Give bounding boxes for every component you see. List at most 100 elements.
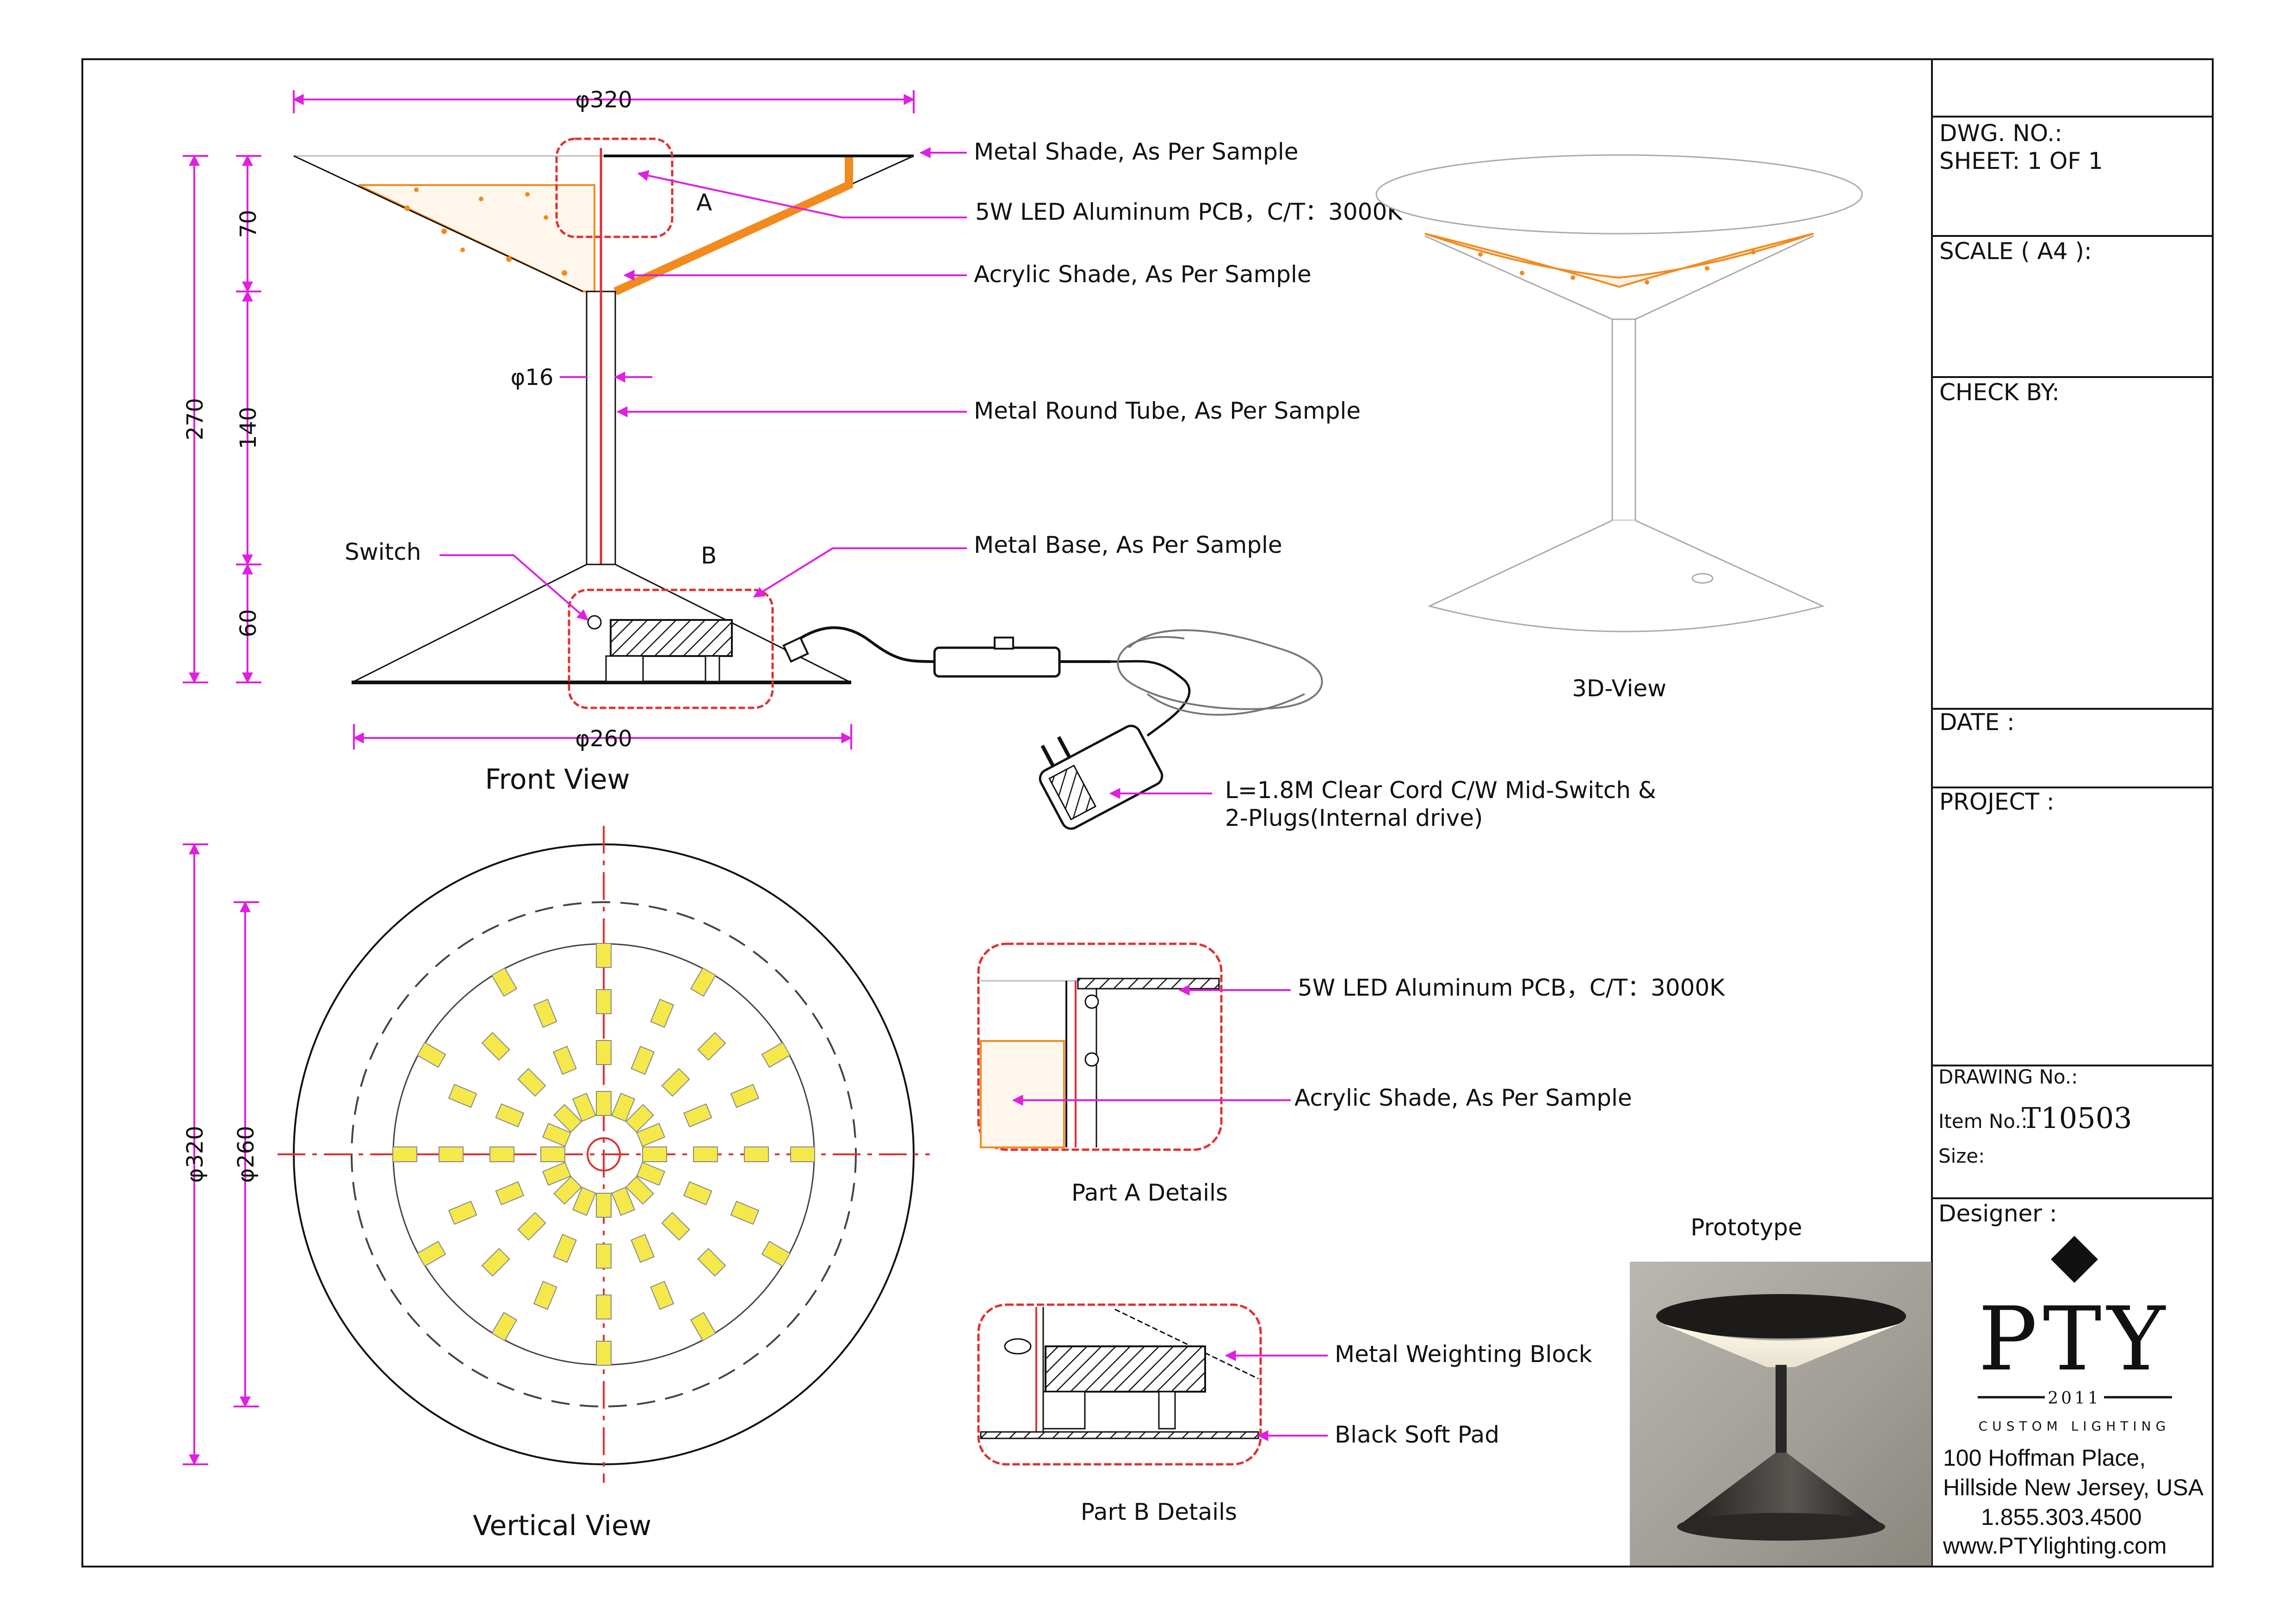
led-chip — [690, 1312, 717, 1342]
prototype-title: Prototype — [1690, 1214, 1802, 1241]
led-chip — [761, 1041, 791, 1068]
designer-label: Designer : — [1938, 1200, 2057, 1227]
dim-outer-diameter: φ320 — [182, 1126, 208, 1183]
front-leaders — [439, 147, 1212, 799]
dwg-no-label: DWG. NO.: — [1939, 120, 2062, 147]
front-view-title: Front View — [485, 763, 630, 796]
led-chip — [611, 1187, 636, 1216]
part-a-callout-led: 5W LED Aluminum PCB，C/T：3000K — [1298, 974, 1725, 1001]
led-chip — [642, 1146, 667, 1162]
part-b-callout-pad: Black Soft Pad — [1335, 1421, 1499, 1448]
led-chip — [495, 1103, 525, 1127]
led-chip — [552, 1233, 577, 1263]
shade-texture — [404, 187, 567, 276]
drawing-no-label: DRAWING No.: — [1938, 1065, 2078, 1088]
detail-b-marker: B — [701, 542, 717, 569]
callout-cord-line2: 2-Plugs(Internal drive) — [1225, 805, 1483, 831]
brand-year: 2011 — [2048, 1389, 2101, 1408]
led-chip — [636, 1122, 666, 1147]
led-chip — [517, 1068, 546, 1097]
pty-logo: PTY 2011 CUSTOM LIGHTING — [1978, 1236, 2172, 1434]
part-a-details: 5W LED Aluminum PCB，C/T：3000K Acrylic Sh… — [977, 942, 1725, 1206]
led-chip — [392, 1146, 417, 1162]
vertical-view: φ320 φ260 Vertical View — [182, 826, 930, 1542]
led-chip — [517, 1212, 546, 1241]
drawing-frame — [81, 58, 2214, 1567]
switch-label: Switch — [345, 539, 421, 565]
led-chip — [596, 1295, 612, 1319]
led-chip — [542, 1122, 571, 1147]
weighting-block — [610, 619, 733, 657]
led-chip — [553, 1176, 582, 1205]
led-chip — [596, 989, 612, 1014]
led-chip — [481, 1248, 510, 1277]
led-chip — [572, 1092, 596, 1122]
led-chip — [491, 967, 518, 997]
led-chip — [553, 1104, 582, 1133]
led-chip — [416, 1041, 446, 1068]
led-chip — [631, 1046, 655, 1075]
part-b-callout-weight: Metal Weighting Block — [1335, 1341, 1592, 1368]
led-chip — [625, 1176, 654, 1205]
led-chip — [661, 1212, 690, 1241]
callout-metal-shade: Metal Shade, As Per Sample — [974, 138, 1299, 165]
led-chip — [596, 943, 612, 968]
led-chip — [690, 967, 717, 997]
led-chip — [540, 1146, 565, 1162]
led-chip — [730, 1201, 760, 1225]
front-dimensions — [183, 90, 915, 750]
mid-switch — [933, 646, 1061, 678]
led-chip — [572, 1187, 596, 1216]
led-chip — [448, 1201, 477, 1225]
led-chip — [596, 1193, 612, 1218]
part-a-callout-acrylic: Acrylic Shade, As Per Sample — [1294, 1084, 1632, 1111]
led-chip — [790, 1146, 815, 1162]
led-chip — [596, 1244, 612, 1269]
dim-base-width: φ260 — [575, 726, 632, 752]
led-chip — [683, 1181, 712, 1206]
website-link[interactable]: www.PTYlighting.com — [1943, 1533, 2167, 1559]
led-chip — [481, 1032, 510, 1061]
callout-metal-tube: Metal Round Tube, As Per Sample — [974, 397, 1361, 424]
led-chip — [611, 1092, 636, 1122]
address-line2: Hillside New Jersey, USA — [1943, 1474, 2204, 1500]
led-chip — [495, 1181, 525, 1206]
dim-inner-diameter: φ260 — [233, 1126, 259, 1183]
led-chip — [730, 1084, 760, 1108]
led-chip — [744, 1146, 769, 1162]
led-chip — [552, 1046, 577, 1075]
project-label: PROJECT : — [1939, 788, 2055, 815]
address-line1: 100 Hoffman Place, — [1943, 1445, 2146, 1471]
led-chip — [650, 1281, 675, 1310]
part-b-title: Part B Details — [1081, 1499, 1237, 1525]
led-chip — [683, 1103, 712, 1127]
callout-cord-line1: L=1.8M Clear Cord C/W Mid-Switch & — [1225, 777, 1656, 804]
callout-led-pcb: 5W LED Aluminum PCB，C/T：3000K — [975, 198, 1403, 225]
acrylic-shade-shape — [358, 184, 595, 292]
led-chip — [596, 1091, 612, 1116]
title-block: DWG. NO.: SHEET: 1 OF 1 SCALE ( A4 ): CH… — [1931, 59, 2213, 1567]
scale-label: SCALE ( A4 ): — [1939, 238, 2092, 265]
led-chip — [693, 1146, 718, 1162]
led-chip — [533, 1281, 557, 1310]
callout-acrylic-shade: Acrylic Shade, As Per Sample — [974, 261, 1312, 288]
dim-tube-height: 140 — [235, 407, 261, 449]
led-array — [392, 943, 815, 1366]
power-cord — [782, 626, 1323, 830]
led-chip — [596, 1341, 612, 1366]
plug-adapter — [1039, 725, 1163, 830]
dim-total-height: 270 — [182, 398, 208, 440]
item-no-label: Item No.: — [1938, 1110, 2028, 1133]
view-3d-title: 3D-View — [1572, 675, 1666, 702]
brand-tagline: CUSTOM LIGHTING — [1979, 1419, 2171, 1434]
phone-number: 1.855.303.4500 — [1981, 1504, 2142, 1530]
vertical-view-title: Vertical View — [473, 1510, 651, 1542]
led-chip — [542, 1162, 571, 1186]
vertical-dimensions — [183, 843, 259, 1466]
dim-top-width: φ320 — [575, 87, 632, 113]
sheet-label: SHEET: 1 OF 1 — [1939, 148, 2103, 174]
led-chip — [631, 1233, 655, 1263]
dim-base-height: 60 — [235, 609, 261, 637]
part-b-details: Metal Weighting Block Black Soft Pad Par… — [977, 1303, 1592, 1525]
